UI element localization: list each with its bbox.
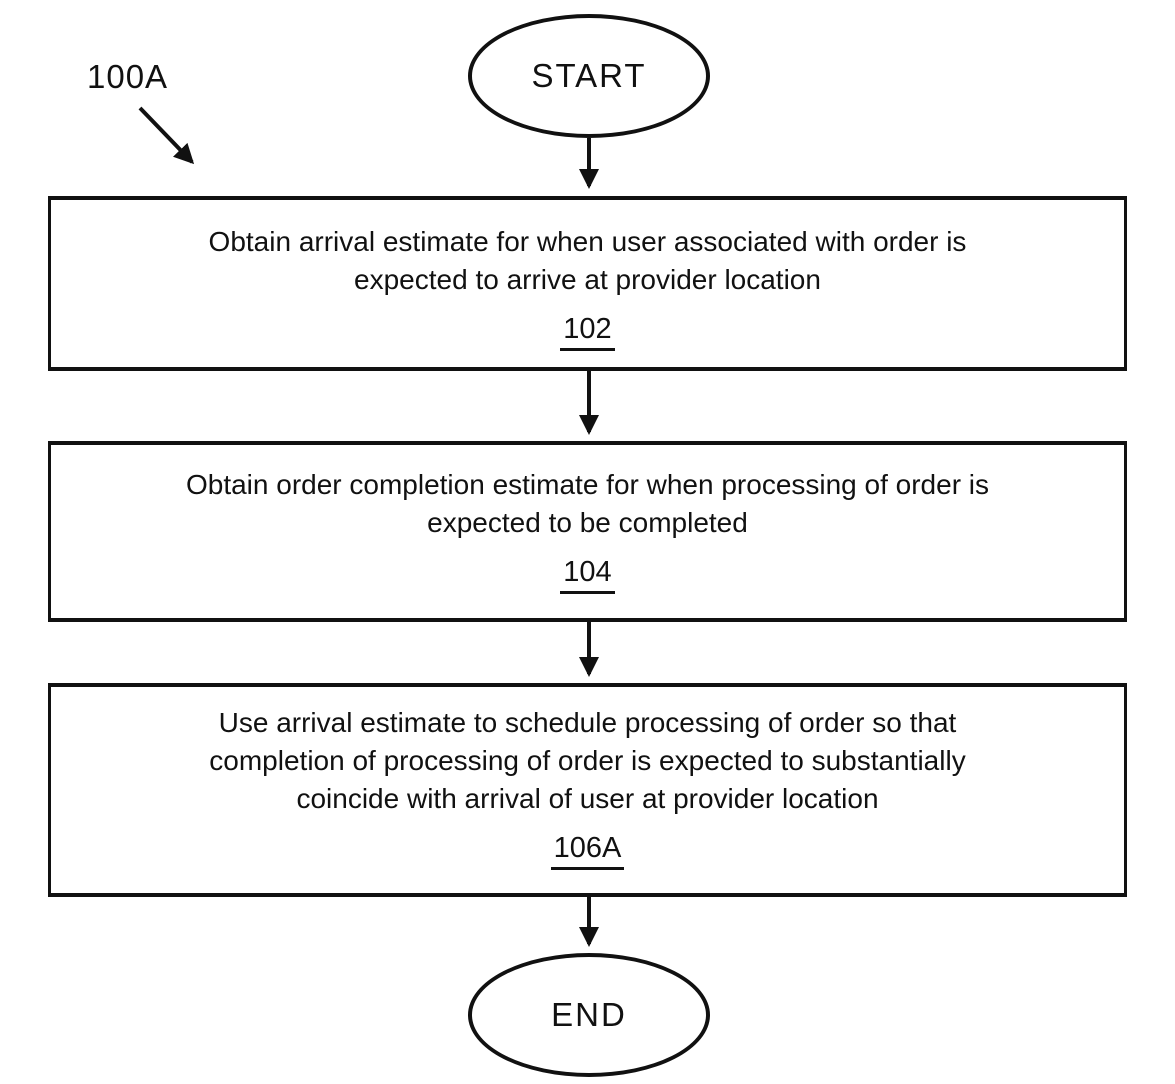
process-box-102-text: Obtain arrival estimate for when user as… [51,223,1124,299]
figure-reference-label: 100A [87,58,169,95]
process-box-106A-text: Use arrival estimate to schedule process… [51,704,1124,818]
end-terminal-label: END [551,996,627,1033]
process-box-104-text: Obtain order completion estimate for whe… [51,466,1124,542]
process-box-106A-line1: Use arrival estimate to schedule process… [218,707,957,738]
process-box-106A-line3: coincide with arrival of user at provide… [296,783,879,814]
process-box-106A: Use arrival estimate to schedule process… [48,683,1127,897]
process-box-104: Obtain order completion estimate for whe… [48,441,1127,622]
process-box-102-ref: 102 [560,312,615,351]
start-terminal-label: START [531,57,647,94]
process-box-104-line2: expected to be completed [427,507,748,538]
process-box-104-ref: 104 [560,555,615,594]
figure-label-pointer-arrow [138,106,195,165]
process-box-102-line2: expected to arrive at provider location [354,264,821,295]
end-terminal: END [468,953,710,1077]
process-box-106A-ref: 106A [550,831,625,870]
process-box-102: Obtain arrival estimate for when user as… [48,196,1127,371]
start-terminal: START [468,14,710,138]
process-box-102-line1: Obtain arrival estimate for when user as… [208,226,967,257]
process-box-104-line1: Obtain order completion estimate for whe… [185,469,990,500]
process-box-106A-line2: completion of processing of order is exp… [209,745,966,776]
